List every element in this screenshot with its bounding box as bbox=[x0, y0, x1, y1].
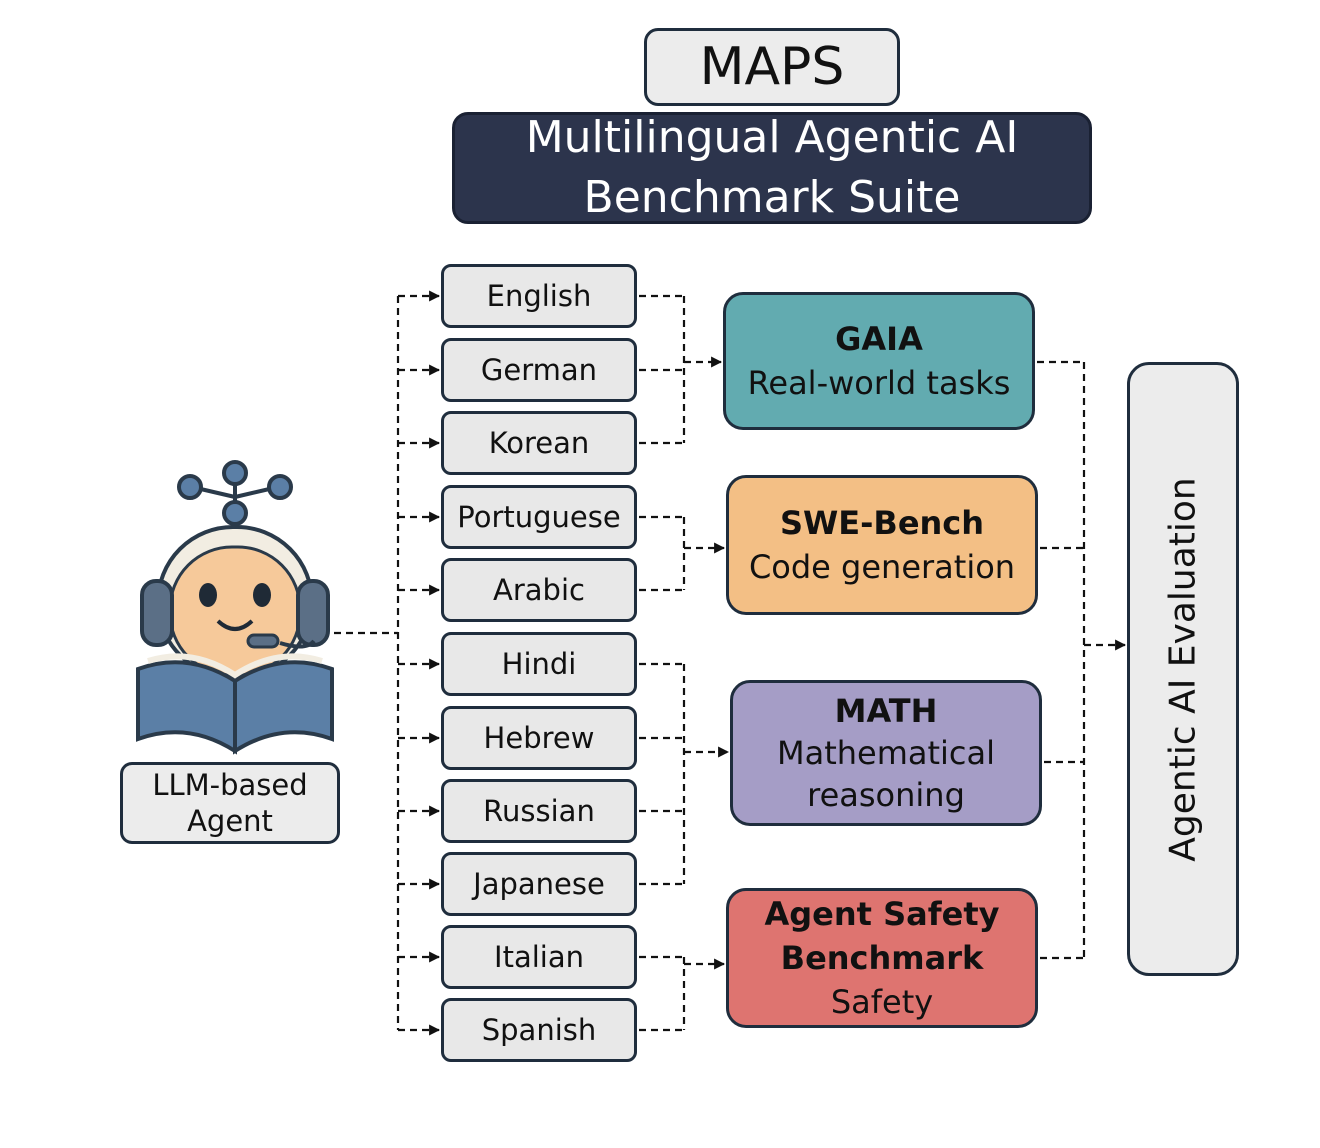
benchmark-math: MATH Mathematical reasoning bbox=[730, 680, 1042, 826]
language-japanese: Japanese bbox=[441, 852, 637, 916]
language-label: German bbox=[480, 353, 598, 387]
benchmark-title: SWE-Bench bbox=[779, 504, 985, 542]
language-label: Arabic bbox=[493, 573, 585, 607]
language-label: Russian bbox=[483, 794, 595, 828]
language-label: Portuguese bbox=[457, 500, 621, 534]
language-label: Korean bbox=[488, 426, 590, 460]
benchmark-title: MATH bbox=[834, 692, 938, 730]
language-german: German bbox=[441, 338, 637, 402]
benchmark-subtitle: Real-world tasks bbox=[747, 364, 1011, 402]
benchmark-agent-safety: Agent Safety Benchmark Safety bbox=[726, 888, 1038, 1028]
language-hebrew: Hebrew bbox=[441, 706, 637, 770]
language-label: Hebrew bbox=[483, 721, 595, 755]
suite-title-box: Multilingual Agentic AI Benchmark Suite bbox=[452, 112, 1092, 224]
language-english: English bbox=[441, 264, 637, 328]
language-label: Japanese bbox=[473, 867, 605, 901]
language-label: Hindi bbox=[501, 647, 577, 681]
language-korean: Korean bbox=[441, 411, 637, 475]
benchmark-subtitle: Mathematical reasoning bbox=[776, 734, 996, 814]
language-portuguese: Portuguese bbox=[441, 485, 637, 549]
agent-label-box: LLM-based Agent bbox=[120, 762, 340, 844]
language-russian: Russian bbox=[441, 779, 637, 843]
language-label: English bbox=[486, 279, 592, 313]
evaluation-label: Agentic AI Evaluation bbox=[1162, 476, 1204, 862]
benchmark-title: GAIA bbox=[835, 320, 923, 358]
benchmark-subtitle: Safety bbox=[830, 983, 934, 1021]
maps-title: MAPS bbox=[699, 37, 845, 97]
language-label: Italian bbox=[494, 940, 584, 974]
benchmark-gaia: GAIA Real-world tasks bbox=[723, 292, 1035, 430]
language-spanish: Spanish bbox=[441, 998, 637, 1062]
language-italian: Italian bbox=[441, 925, 637, 989]
language-label: Spanish bbox=[481, 1013, 597, 1047]
language-arabic: Arabic bbox=[441, 558, 637, 622]
robot-reading-book-icon bbox=[136, 460, 334, 755]
suite-title: Multilingual Agentic AI Benchmark Suite bbox=[525, 112, 1019, 223]
benchmark-swe-bench: SWE-Bench Code generation bbox=[726, 475, 1038, 615]
language-hindi: Hindi bbox=[441, 632, 637, 696]
benchmark-title: Agent Safety Benchmark bbox=[764, 895, 1000, 977]
agent-label: LLM-based Agent bbox=[152, 768, 308, 838]
maps-title-box: MAPS bbox=[644, 28, 900, 106]
evaluation-box: Agentic AI Evaluation bbox=[1127, 362, 1239, 976]
benchmark-subtitle: Code generation bbox=[748, 548, 1016, 586]
